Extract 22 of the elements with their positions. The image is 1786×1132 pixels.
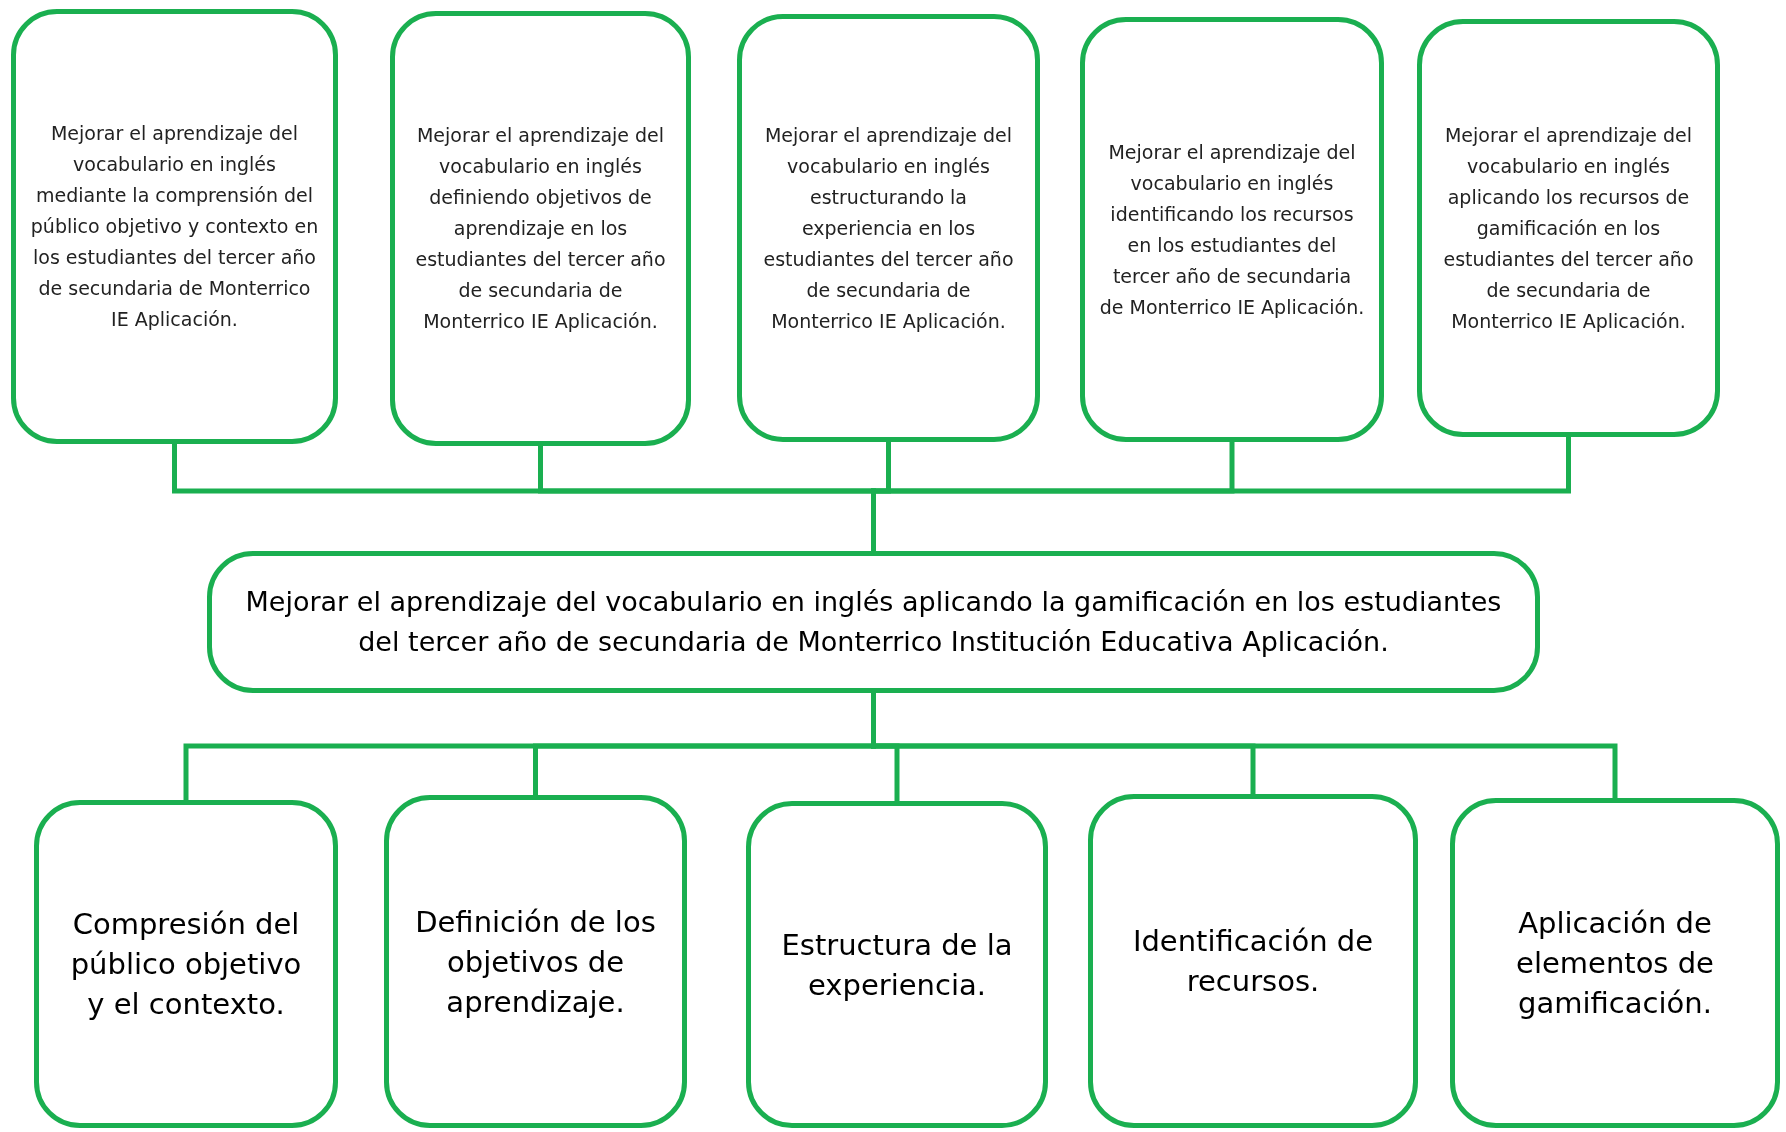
component-box [746,801,1048,1128]
objective-box [1080,17,1384,442]
box-text: Definición de los objetivos de aprendizaje. [414,903,657,1021]
component-box [1450,798,1780,1128]
component-box [384,795,687,1128]
box-text: Mejorar el aprendizaje del vocabulario en inglés aplicando los recursos de gamificación en los estudiantes del tercer año de secundaria de Monterrico IE Aplicación. [1442,122,1695,334]
box-text: Mejorar el aprendizaje del vocabulario en inglés identificando los recursos en los estudiantes del tercer año de secundaria de Monterrico IE Aplicación. [1099,139,1365,320]
box-text: Compresión del público objetivo y el contexto. [69,906,303,1023]
box-text: Aplicación de elementos de gamificación. [1515,905,1715,1022]
component-box [34,800,338,1128]
box-text: Mejorar el aprendizaje del vocabulario en inglés mediante la comprensión del público objetivo y contexto en los estudiantes del tercer año de secundaria de Monterrico IE Aplicación. [30,121,319,332]
main-goal-box [207,551,1540,693]
box-text: Estructura de la experiencia. [780,926,1014,1004]
box-text: Mejorar el aprendizaje del vocabulario en inglés aplicando la gamificación en los estudiantes del tercer año de secundaria de Monterrico Institución Educativa Aplicación. [244,585,1503,659]
box-text: Identificación de recursos. [1131,923,1375,1000]
component-box [1088,794,1418,1128]
objective-box [11,9,338,444]
box-text: Mejorar el aprendizaje del vocabulario en inglés definiendo objetivos de aprendizaje en los estudiantes del tercer año de secundaria de Monterrico IE Aplicación. [414,123,667,334]
objective-box [737,14,1040,442]
box-text: Mejorar el aprendizaje del vocabulario en inglés estructurando la experiencia en los estudiantes del tercer año de secundaria de Monterrico IE Aplicación. [762,122,1015,334]
objective-box [390,11,691,446]
objective-box [1417,19,1720,437]
